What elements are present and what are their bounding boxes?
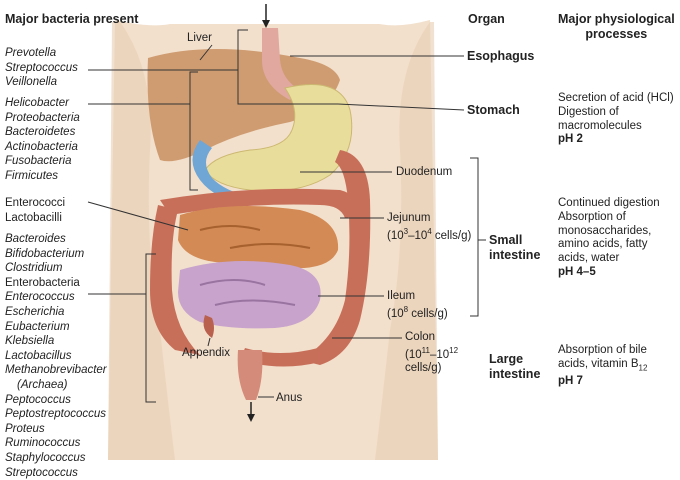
bacteria-item: Veillonella: [5, 75, 78, 90]
bacteria-item: Peptococcus: [5, 393, 107, 408]
bacteria-item: Klebsiella: [5, 334, 107, 349]
process-large-intestine: Absorption of bile acids, vitamin B12 pH…: [558, 344, 647, 389]
bacteria-item: Streptococcus: [5, 61, 78, 76]
processes-column-header: Major physiological processes: [558, 12, 675, 42]
process-line: Digestion of: [558, 106, 674, 120]
jejunum-name: Jejunum: [387, 211, 471, 225]
anus-label: Anus: [276, 391, 302, 405]
liver-label: Liver: [187, 31, 212, 45]
process-small-intestine: Continued digestion Absorption of monosa…: [558, 197, 660, 280]
colon-count-unit: cells/g): [405, 362, 458, 375]
organ-small-line1: Small: [489, 233, 540, 248]
ileum: [178, 261, 321, 328]
process-line: Absorption of bile: [558, 344, 647, 358]
bacteria-item: Enterobacteria: [5, 276, 107, 291]
organ-small-line2: intestine: [489, 248, 540, 263]
ph-stomach: pH 2: [558, 133, 674, 147]
processes-header-line1: Major physiological: [558, 12, 675, 27]
bacteria-item: Ruminococcus: [5, 436, 107, 451]
ileum-name: Ileum: [387, 289, 448, 303]
organ-large-intestine: Large intestine: [489, 352, 540, 382]
process-line: Continued digestion: [558, 197, 660, 211]
bacteria-item: Proteus: [5, 422, 107, 437]
process-line: monosaccharides,: [558, 225, 660, 239]
process-line: Absorption of: [558, 211, 660, 225]
bacteria-item: Eubacterium: [5, 320, 107, 335]
jejunum-label: Jejunum (103–104 cells/g): [387, 211, 471, 243]
process-line: Secretion of acid (HCl): [558, 92, 674, 106]
bacteria-group-small-intestine: Enterococci Lactobacilli: [5, 196, 65, 225]
bacteria-column-header: Major bacteria present: [5, 12, 138, 27]
process-line: macromolecules: [558, 120, 674, 134]
colon-name: Colon: [405, 331, 458, 344]
bacteria-item: Actinobacteria: [5, 140, 80, 155]
organ-esophagus: Esophagus: [467, 49, 534, 64]
bacteria-item: Lactobacilli: [5, 211, 65, 226]
ph-small-intestine: pH 4–5: [558, 266, 660, 280]
organ-stomach: Stomach: [467, 103, 520, 118]
bacteria-group-esophagus: Prevotella Streptococcus Veillonella: [5, 46, 78, 90]
bacteria-item: Helicobacter: [5, 96, 80, 111]
jejunum-count: (103–104 cells/g): [387, 225, 471, 243]
duodenum-label: Duodenum: [396, 165, 452, 179]
processes-header-line2: processes: [558, 27, 675, 42]
bacteria-item: Enterococcus: [5, 290, 107, 305]
bacteria-item: Lactobacillus: [5, 349, 107, 364]
colon-count: (1011–1012: [405, 344, 458, 362]
bacteria-item: Clostridium: [5, 261, 107, 276]
bacteria-item: Bacteroidetes: [5, 125, 80, 140]
bacteria-item: Escherichia: [5, 305, 107, 320]
ileum-label: Ileum (108 cells/g): [387, 289, 448, 321]
bacteria-item: (Archaea): [5, 378, 107, 393]
jejunum: [178, 206, 338, 268]
bacteria-group-stomach: Helicobacter Proteobacteria Bacteroidete…: [5, 96, 80, 184]
process-line: acids, vitamin B12: [558, 358, 647, 375]
ileum-count: (108 cells/g): [387, 303, 448, 321]
organ-column-header: Organ: [468, 12, 505, 27]
bacteria-item: Streptococcus: [5, 466, 107, 480]
colon-label: Colon (1011–1012 cells/g): [405, 331, 458, 375]
bacteria-item: Proteobacteria: [5, 111, 80, 126]
organ-small-intestine: Small intestine: [489, 233, 540, 263]
bacteria-item: Fusobacteria: [5, 154, 80, 169]
organ-large-line1: Large: [489, 352, 540, 367]
bacteria-item: Enterococci: [5, 196, 65, 211]
bacteria-item: Peptostreptococcus: [5, 407, 107, 422]
organ-large-line2: intestine: [489, 367, 540, 382]
bacteria-item: Prevotella: [5, 46, 78, 61]
bacteria-item: Bifidobacterium: [5, 247, 107, 262]
process-line: acids, water: [558, 252, 660, 266]
appendix-label: Appendix: [182, 346, 230, 360]
bacteria-item: Staphylococcus: [5, 451, 107, 466]
bacteria-item: Methanobrevibacter: [5, 363, 107, 378]
ph-large-intestine: pH 7: [558, 375, 647, 389]
process-stomach: Secretion of acid (HCl) Digestion of mac…: [558, 92, 674, 147]
bacteria-item: Bacteroides: [5, 232, 107, 247]
process-line: amino acids, fatty: [558, 238, 660, 252]
bacteria-item: Firmicutes: [5, 169, 80, 184]
